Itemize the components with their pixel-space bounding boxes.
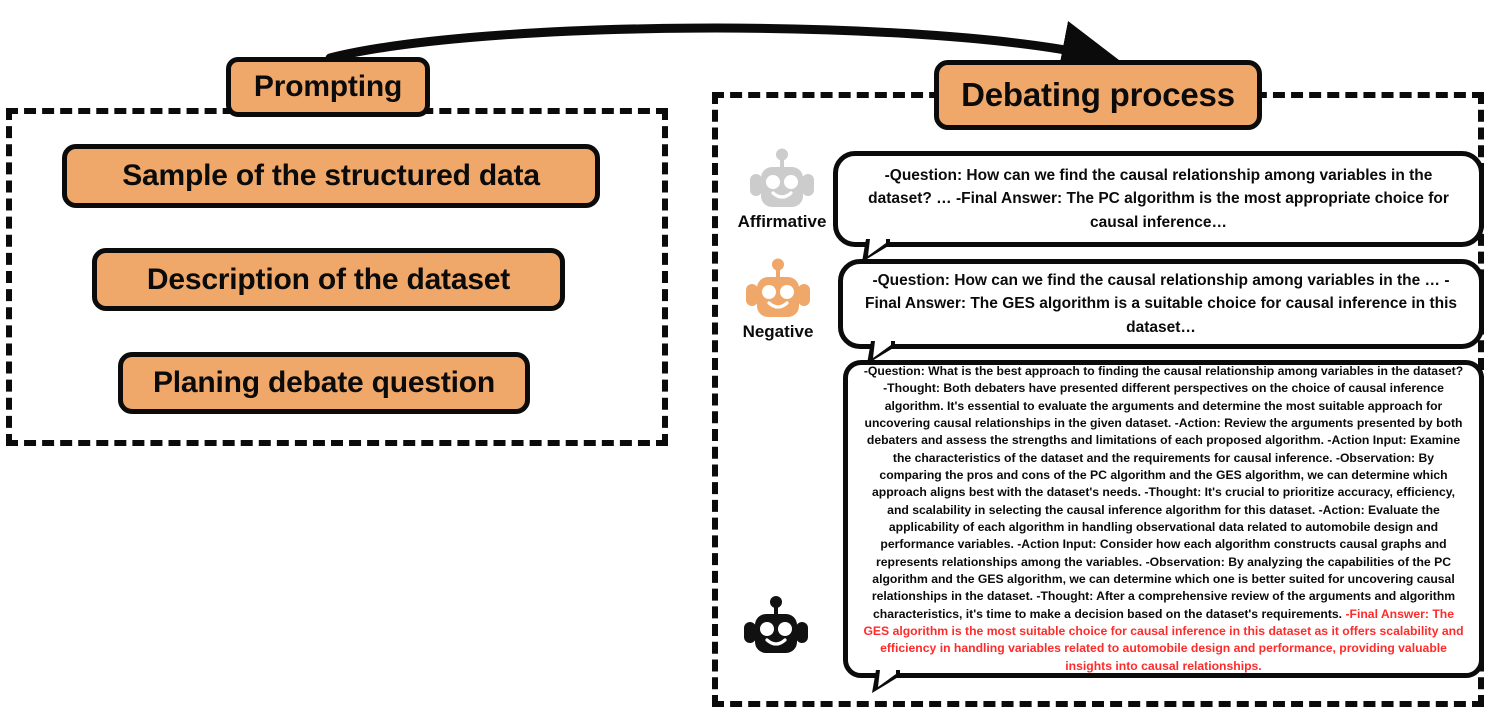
- bubble-tail-icon: [862, 239, 890, 262]
- judge-reasoning-text: -Question: What is the best approach to …: [863, 364, 1464, 621]
- robot-icon: [750, 148, 814, 207]
- agent-affirmative: Affirmative: [727, 148, 837, 232]
- speech-bubble-judge: -Question: What is the best approach to …: [843, 360, 1484, 693]
- robot-icon: [744, 596, 808, 653]
- agent-role-label: Affirmative: [737, 212, 827, 231]
- speech-bubble-text: -Question: How can we find the causal re…: [864, 271, 1458, 336]
- agent-negative: Negative: [723, 258, 833, 342]
- prompting-item-sample-of-the-structured-data[interactable]: Sample of the structured data: [62, 144, 600, 208]
- prompting-item-description-of-the-dataset[interactable]: Description of the dataset: [92, 248, 565, 311]
- judge-final-answer-text: -Final Answer: The GES algorithm is the …: [863, 606, 1464, 673]
- agent-judge: [736, 596, 816, 658]
- bubble-tail-icon: [872, 670, 900, 693]
- prompting-item-planing-debate-question[interactable]: Planing debate question: [118, 352, 530, 414]
- debating-title-chip[interactable]: Debating process: [934, 60, 1262, 130]
- agent-role-label: Negative: [742, 322, 814, 341]
- speech-bubble-text: -Question: How can we find the causal re…: [868, 166, 1449, 231]
- speech-bubble-affirmative: -Question: How can we find the causal re…: [833, 151, 1484, 262]
- prompting-title-chip[interactable]: Prompting: [226, 57, 430, 117]
- bubble-tail-icon: [867, 341, 895, 364]
- robot-icon: [746, 258, 810, 317]
- speech-bubble-negative: -Question: How can we find the causal re…: [838, 259, 1484, 364]
